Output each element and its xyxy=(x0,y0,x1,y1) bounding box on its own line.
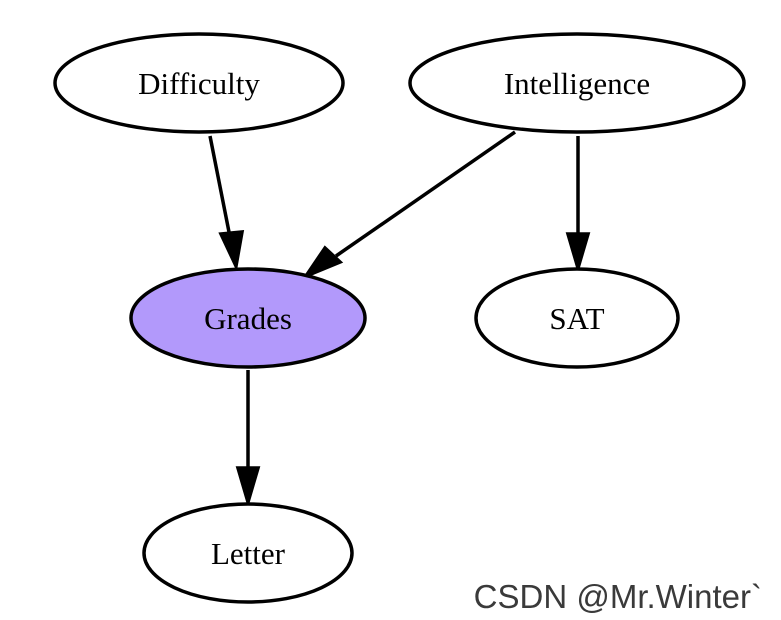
node-sat-label: SAT xyxy=(549,301,604,336)
node-letter-shape xyxy=(142,502,354,604)
node-grades[interactable]: Grades xyxy=(129,267,367,369)
edge-intelligence-sat xyxy=(565,136,591,275)
node-intelligence-label: Intelligence xyxy=(504,66,650,101)
node-difficulty-label: Difficulty xyxy=(138,66,260,101)
node-letter[interactable]: Letter xyxy=(142,502,354,604)
node-intelligence[interactable]: Intelligence xyxy=(408,32,746,134)
node-difficulty[interactable]: Difficulty xyxy=(53,32,345,134)
node-sat[interactable]: SAT xyxy=(474,267,680,369)
node-grades-label: Grades xyxy=(204,301,292,336)
watermark-text: CSDN @Mr.Winter` xyxy=(474,578,762,615)
edge-intelligence-grades xyxy=(301,130,516,280)
node-intelligence-shape xyxy=(408,32,746,134)
node-sat-shape xyxy=(474,267,680,369)
edge-difficulty-grades xyxy=(208,135,245,272)
edge-grades-letter xyxy=(235,370,261,509)
node-grades-shape xyxy=(129,267,367,369)
edges xyxy=(208,130,591,509)
node-letter-label: Letter xyxy=(211,536,286,571)
node-difficulty-shape xyxy=(53,32,345,134)
